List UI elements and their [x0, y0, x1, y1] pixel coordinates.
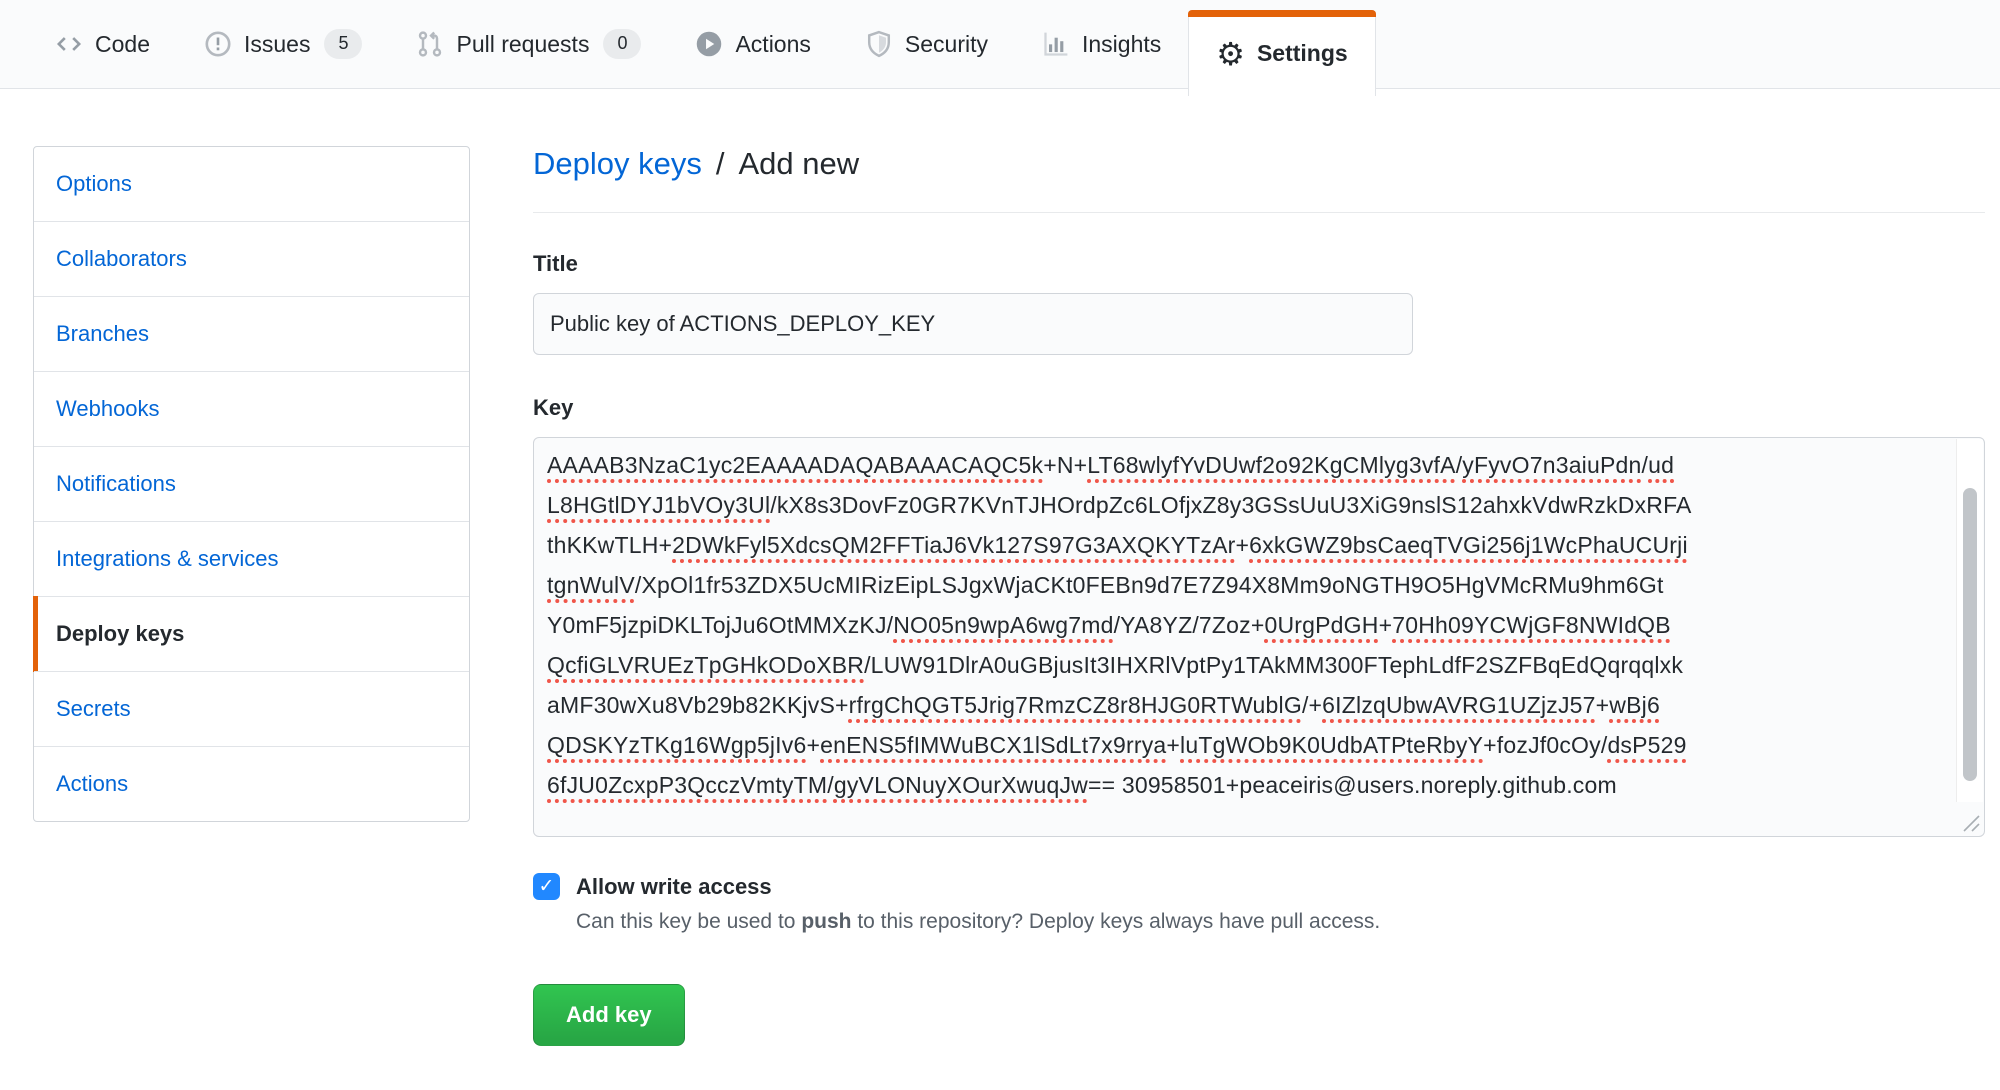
tab-actions[interactable]: Actions — [668, 0, 837, 88]
gear-icon: ⚙ — [1216, 35, 1245, 72]
tab-issues[interactable]: Issues 5 — [177, 0, 390, 88]
key-scrollbar-thumb[interactable] — [1963, 488, 1977, 781]
code-icon — [56, 37, 82, 51]
title-input[interactable] — [533, 293, 1413, 355]
sidebar-item-webhooks[interactable]: Webhooks — [34, 371, 469, 446]
tab-label: Code — [95, 30, 150, 57]
sidebar-item-branches[interactable]: Branches — [34, 296, 469, 371]
key-textarea-content: AAAAB3NzaC1yc2EAAAADAQABAAACAQC5k+N+LT68… — [547, 452, 1692, 798]
tab-settings[interactable]: ⚙ Settings — [1188, 10, 1377, 96]
sidebar-item-notifications[interactable]: Notifications — [34, 446, 469, 521]
sidebar-item-deploy-keys[interactable]: Deploy keys — [33, 596, 469, 672]
tab-label: Settings — [1256, 40, 1348, 66]
repo-nav: Code Issues 5 Pull requests 0 — [0, 0, 2000, 96]
write-access-help-text: Can this key be used to push to this rep… — [576, 910, 1985, 934]
allow-write-access-row: Allow write access — [533, 873, 1985, 900]
tab-label: Actions — [735, 30, 811, 57]
settings-sidebar: Options Collaborators Branches Webhooks … — [33, 146, 470, 822]
tab-label: Insights — [1082, 30, 1162, 57]
tab-pull-requests[interactable]: Pull requests 0 — [389, 0, 668, 88]
deploy-keys-breadcrumb-link[interactable]: Deploy keys — [533, 146, 702, 181]
issue-icon — [205, 31, 231, 57]
key-textarea[interactable]: AAAAB3NzaC1yc2EAAAADAQABAAACAQC5k+N+LT68… — [533, 437, 1985, 837]
resize-handle-icon[interactable] — [1956, 808, 1982, 834]
breadcrumb-current: Add new — [738, 146, 860, 181]
sidebar-item-actions[interactable]: Actions — [34, 746, 469, 821]
help-text-after: to this repository? Deploy keys always h… — [851, 910, 1381, 933]
tab-label: Security — [904, 30, 988, 57]
play-icon — [697, 31, 722, 57]
sidebar-item-integrations-services[interactable]: Integrations & services — [34, 521, 469, 596]
page-title: Deploy keys / Add new — [533, 146, 1985, 213]
key-label: Key — [533, 395, 574, 420]
tab-insights[interactable]: Insights — [1015, 0, 1188, 88]
graph-icon — [1044, 32, 1068, 56]
pull-request-icon — [419, 31, 442, 57]
sidebar-item-options[interactable]: Options — [56, 171, 132, 196]
settings-menu: Options Collaborators Branches Webhooks … — [33, 146, 470, 822]
key-field-group: Key AAAAB3NzaC1yc2EAAAADAQABAAACAQC5k+N+… — [533, 395, 1985, 837]
help-text-push: push — [801, 910, 852, 933]
tab-security[interactable]: Security — [838, 0, 1015, 88]
tab-label: Pull requests — [456, 30, 590, 57]
help-text-before: Can this key be used to — [576, 910, 802, 933]
key-scrollbar-track — [1956, 439, 1983, 802]
add-key-button[interactable]: Add key — [533, 984, 685, 1046]
sidebar-item-secrets[interactable]: Secrets — [34, 671, 469, 746]
deploy-key-form: Deploy keys / Add new Title Key AAAAB3Nz… — [533, 146, 1985, 1046]
issues-count-badge: 5 — [324, 29, 363, 59]
title-label: Title — [533, 251, 578, 276]
pull-requests-count-badge: 0 — [603, 29, 642, 59]
tab-code[interactable]: Code — [28, 0, 177, 88]
breadcrumb-separator: / — [715, 146, 725, 181]
sidebar-item-collaborators[interactable]: Collaborators — [34, 221, 469, 296]
shield-icon — [867, 30, 890, 58]
title-field-group: Title — [533, 251, 1985, 355]
allow-write-access-label[interactable]: Allow write access — [576, 873, 772, 899]
tab-label: Issues — [243, 30, 311, 57]
repo-tabs: Code Issues 5 Pull requests 0 — [0, 0, 2000, 96]
allow-write-access-checkbox[interactable] — [533, 873, 560, 900]
